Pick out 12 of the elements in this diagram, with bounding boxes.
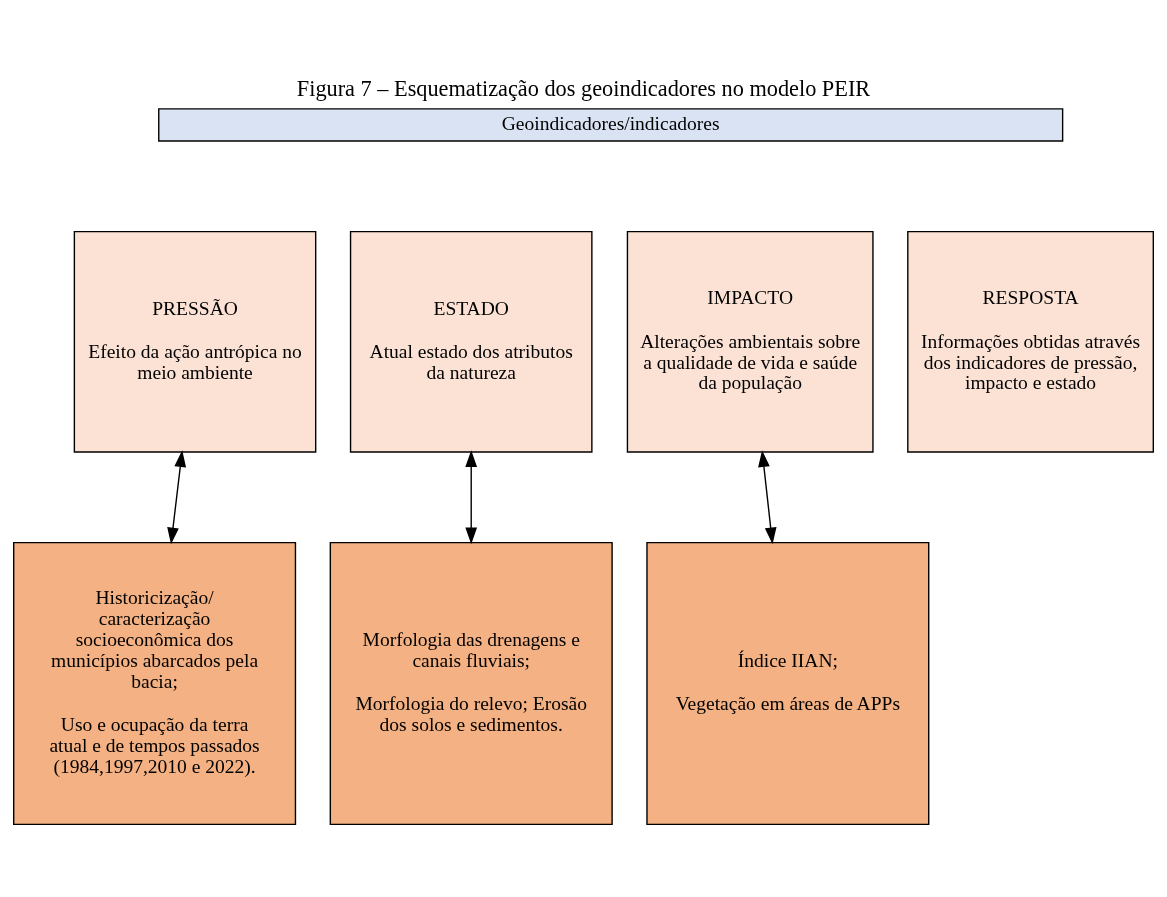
node-box: Historicização/ caracterização socioeconômica dos municípios abarcados pela bacia; Uso e ocupação da terra atual e de tempos passados (1984,1997,2010 e 2022). — [13, 541, 297, 826]
arrow — [167, 450, 187, 545]
node-box: PRESSÃO Efeito da ação antrópica no meio ambiente — [73, 230, 317, 453]
diagram-title: Figura 7 – Esquematização dos geoindicadores no modelo PEIR — [296, 76, 871, 102]
node-box: IMPACTO Alterações ambientais sobre a qualidade de vida e saúde da população — [626, 230, 874, 453]
node-box: Geoindicadores/indicadores — [158, 108, 1064, 142]
arrow — [758, 450, 777, 545]
arrow — [465, 450, 478, 545]
node-box: ESTADO Atual estado dos atributos da natureza — [349, 230, 593, 453]
node-box: Índice IIAN; Vegetação em áreas de APPs — [646, 541, 930, 826]
node-box: Morfologia das drenagens e canais fluviais; Morfologia do relevo; Erosão dos solos e sedimentos. — [329, 541, 613, 826]
node-box: RESPOSTA Informações obtidas através dos indicadores de pressão, impacto e estado — [907, 230, 1154, 453]
